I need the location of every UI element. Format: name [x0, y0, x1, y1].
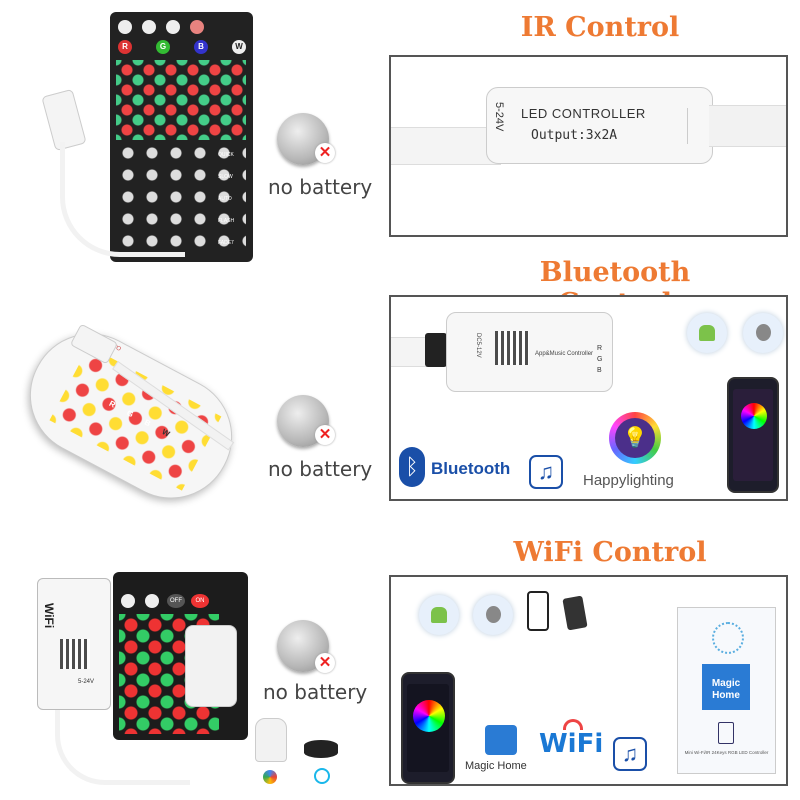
bluetooth-label: Bluetooth [431, 459, 511, 478]
no-battery-cross-icon: ✕ [315, 425, 335, 445]
bluetooth-remote: AUTO R G B W [8, 312, 254, 520]
wifi-no-battery-label: no battery [263, 680, 368, 704]
bluetooth-panel: App&Music Controller DC5-12V R G B ᛒ Blu… [389, 295, 788, 501]
ir-product-image: R G B W QUICK SLOW AUTO FLASH FADE7 [40, 12, 253, 262]
product-box: Magic Home Mini Wi-Fi/IR 24Keys RGB LED … [677, 607, 776, 774]
cable [391, 127, 501, 165]
wifi-label: WiFi [539, 729, 604, 759]
cable [391, 337, 431, 367]
music-icon: ♫ [613, 737, 647, 771]
ir-panel: LED CONTROLLER Output:3x2A 5-24V [389, 55, 788, 237]
wifi-product-image: OFF ON WiFi 5-24V [35, 570, 250, 785]
cable [60, 142, 185, 257]
color-wheel-icon [741, 403, 767, 429]
wifi-controller: WiFi 5-24V [37, 578, 111, 710]
magic-home-app-label: Magic Home [465, 760, 527, 772]
qr-code-icon [495, 331, 529, 365]
controller-label: LED CONTROLLER [521, 106, 646, 121]
bulb-icon: 💡 [609, 412, 661, 464]
controller-output: Output:3x2A [531, 128, 618, 143]
wifi-section-title: WiFi Control [513, 537, 707, 568]
wifi-icon [563, 719, 583, 730]
no-battery-cross-icon: ✕ [315, 143, 335, 163]
music-icon: ♫ [529, 455, 563, 489]
alexa-logo-icon [314, 768, 330, 784]
bluetooth-icon: ᛒ [399, 447, 425, 487]
phone-remote-icon [527, 591, 549, 631]
bluetooth-no-battery-label: no battery [268, 457, 373, 481]
phone-app-screenshot [727, 377, 779, 493]
ir-receiver-icon [687, 108, 702, 144]
hand-remote-icon [562, 595, 588, 631]
qr-code-icon [60, 639, 90, 669]
android-icon [687, 313, 727, 353]
ir-section-title: IR Control [520, 12, 680, 43]
happylighting-app-label: Happylighting [583, 472, 674, 489]
wifi-panel: Magic Home WiFi ♫ Magic Home Mini Wi-Fi/… [389, 575, 788, 786]
ir-no-battery-label: no battery [268, 175, 373, 199]
alexa-icon [304, 740, 338, 758]
apple-icon [743, 313, 783, 353]
ir-led-controller: LED CONTROLLER Output:3x2A 5-24V [486, 87, 713, 164]
no-battery-cross-icon: ✕ [315, 653, 335, 673]
phone-app-screenshot [401, 672, 455, 784]
google-home-icon [255, 718, 287, 762]
connector [185, 625, 237, 707]
apple-icon [473, 595, 513, 635]
connector [425, 333, 447, 367]
bluetooth-controller: App&Music Controller DC5-12V R G B [446, 312, 613, 392]
phone-icon [718, 722, 734, 744]
magic-home-app-icon [485, 725, 517, 755]
voltage-label: 5-24V [493, 102, 505, 132]
android-icon [419, 595, 459, 635]
dotted-sphere-icon [712, 622, 744, 654]
cable [709, 105, 786, 147]
google-assistant-icon [263, 770, 277, 784]
magic-home-logo: Magic Home [702, 664, 750, 710]
color-wheel-icon [413, 700, 445, 732]
bluetooth-product-image: AUTO R G B W [8, 312, 265, 520]
cable [55, 710, 190, 785]
box-caption: Mini Wi-Fi/IR 24Keys RGB LED Controller [684, 750, 769, 755]
